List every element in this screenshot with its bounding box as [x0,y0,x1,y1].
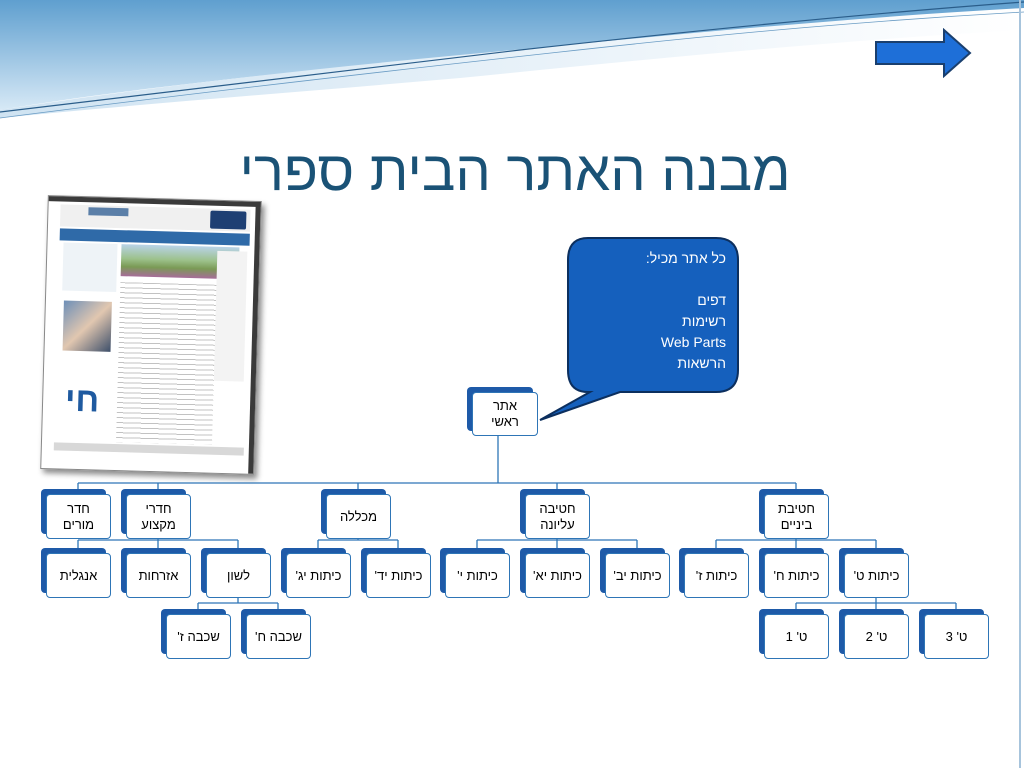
node-layer-8[interactable]: שכבה ח' [246,614,311,659]
node-label-line2: ביניים [780,516,813,532]
callout-item-permissions: הרשאות [677,355,726,371]
callout-item-webparts: Web Parts [660,334,726,350]
node-label: כיתות יא' [533,567,582,583]
node-class-9-2[interactable]: ט' 2 [844,614,909,659]
node-grade-10[interactable]: כיתות י' [445,553,510,598]
node-label-line1: מכללה [339,508,378,524]
node-class-9-3[interactable]: ט' 3 [924,614,989,659]
node-label-line1: חטיבת [778,500,815,516]
node-label: שכבה ז' [177,628,220,644]
node-grade-14[interactable]: כיתות יד' [366,553,431,598]
node-label: ט' 1 [785,628,808,644]
arrow-right-icon[interactable] [874,28,974,78]
callout-text: כל אתר מכיל: דפים רשימות Web Parts הרשאו… [576,248,726,378]
callout-item-pages: דפים [697,292,726,308]
node-civics[interactable]: אזרחות [126,553,191,598]
node-grade-8[interactable]: כיתות ח' [764,553,829,598]
node-label-line1: חטיבה [539,500,576,516]
node-label: כיתות ט' [853,567,900,583]
node-label-line2: ראשי [491,414,519,429]
node-college[interactable]: מכללה [326,494,391,539]
node-label: אזרחות [138,567,179,583]
node-label-line1: חדרי [145,500,172,516]
node-label: ט' 2 [865,628,888,644]
node-label: כיתות ח' [773,567,820,583]
node-label-line1: חדר [67,500,90,516]
node-grade-13[interactable]: כיתות יג' [286,553,351,598]
node-label: ט' 3 [945,628,968,644]
callout-heading: כל אתר מכיל: [645,250,726,266]
node-label-line2: מקצוע [141,516,176,532]
node-grade-7[interactable]: כיתות ז' [684,553,749,598]
node-class-9-1[interactable]: ט' 1 [764,614,829,659]
node-label: כיתות יג' [295,567,342,583]
node-label: אנגלית [59,567,98,583]
callout-item-lists: רשימות [682,313,726,329]
node-label-line1: אתר [492,398,518,413]
page-title: מבנה האתר הבית ספרי [239,139,791,202]
node-label: כיתות ז' [695,567,738,583]
callout-bubble [539,237,739,421]
node-layer-7[interactable]: שכבה ז' [166,614,231,659]
node-grade-12[interactable]: כיתות יב' [605,553,670,598]
node-label: שכבה ח' [255,628,302,644]
node-label: לשון [227,567,251,583]
node-language[interactable]: לשון [206,553,271,598]
node-grade-9[interactable]: כיתות ט' [844,553,909,598]
node-label: כיתות יד' [374,567,423,583]
node-label-line2: עליונה [540,516,575,532]
node-label: כיתות יב' [613,567,662,583]
node-label-line2: מורים [62,516,95,532]
node-label: כיתות י' [457,567,498,583]
node-grade-11[interactable]: כיתות יא' [525,553,590,598]
node-english[interactable]: אנגלית [46,553,111,598]
